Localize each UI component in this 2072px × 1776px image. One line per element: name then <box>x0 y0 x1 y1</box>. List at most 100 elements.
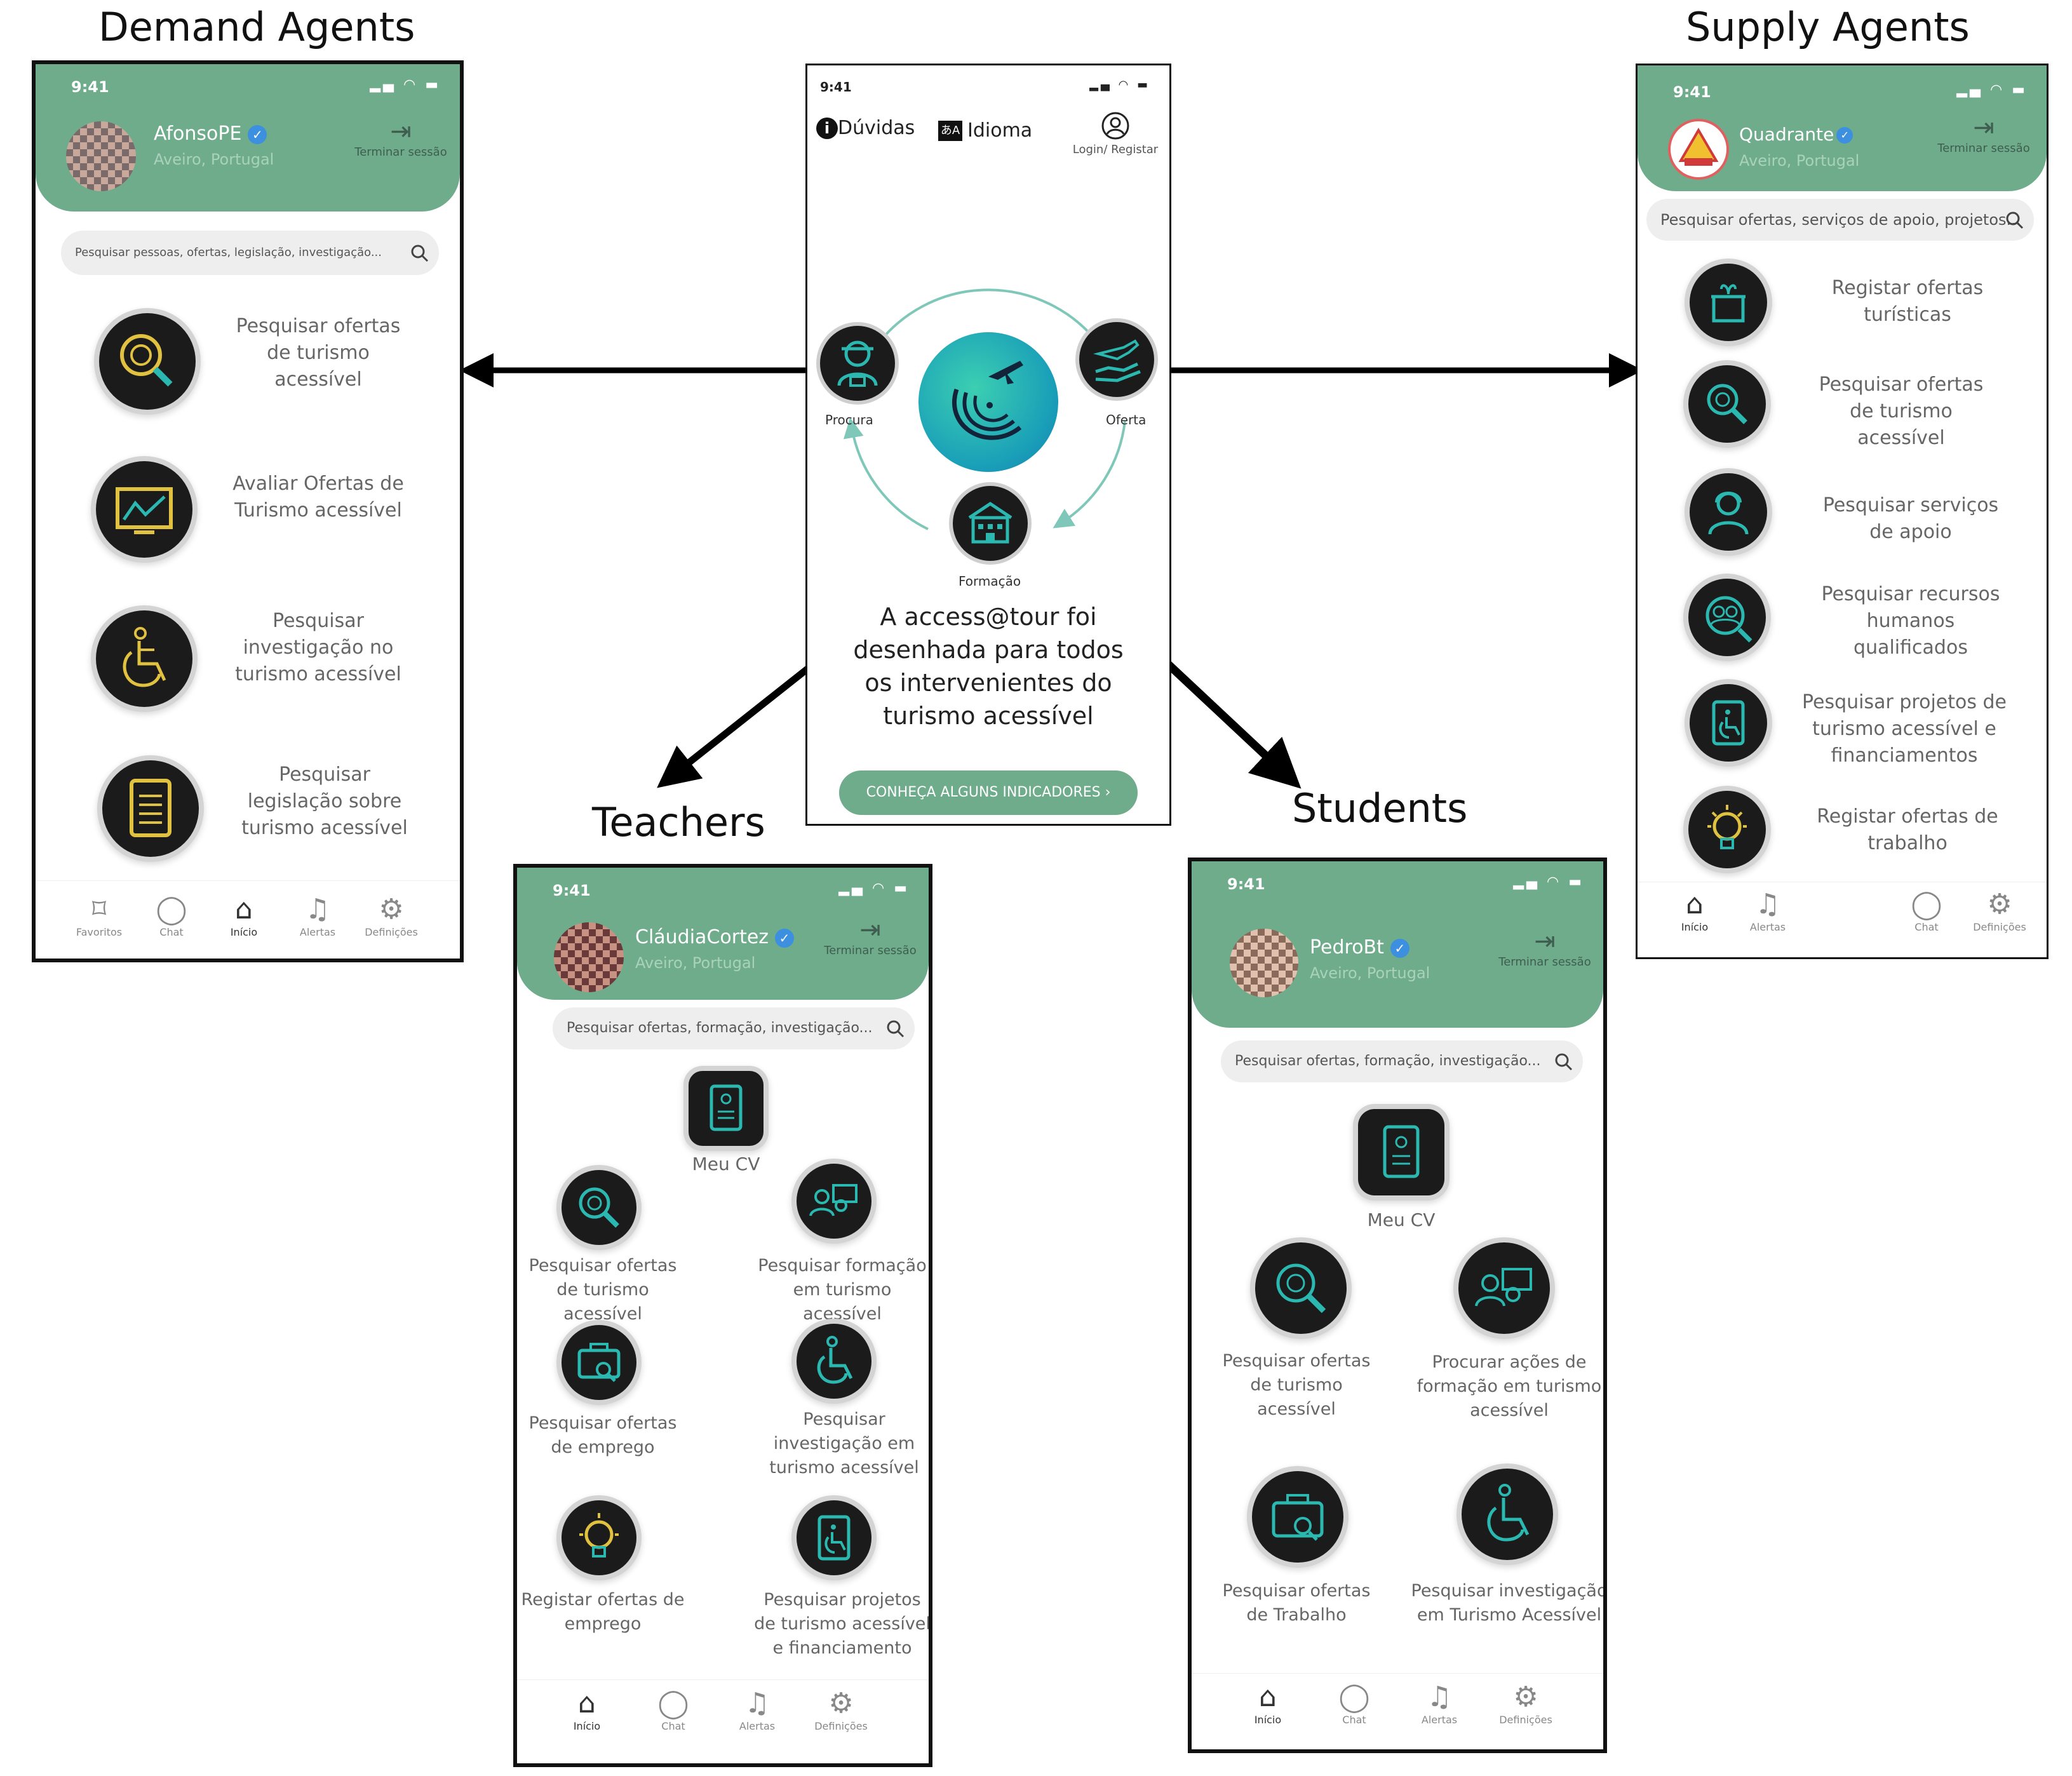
search-input[interactable]: Pesquisar pessoas, ofertas, legislação, … <box>61 231 439 275</box>
register-jobs-label: Registar ofertas de trabalho <box>1817 805 1998 854</box>
traveler-icon <box>837 340 878 387</box>
bell-icon: ♫ <box>1427 1681 1452 1713</box>
nav-inicio[interactable]: ⌂Início <box>549 1687 625 1732</box>
nav-chat[interactable]: ◯Chat <box>635 1687 711 1732</box>
nav-chat[interactable]: ◯Chat <box>133 893 210 938</box>
search-research-button[interactable] <box>1462 1469 1553 1560</box>
bottom-nav-divider <box>36 880 460 881</box>
home-icon: ⌂ <box>235 893 253 925</box>
magnifier-icon <box>120 334 173 387</box>
search-offers-button[interactable] <box>1255 1242 1347 1334</box>
user-location: Aveiro, Portugal <box>635 954 756 972</box>
plane-hand-icon <box>1093 339 1141 382</box>
chat-icon: ◯ <box>156 893 187 925</box>
nav-alertas[interactable]: ♫Alertas <box>279 893 356 938</box>
bottom-nav-divider <box>517 1679 929 1680</box>
nav-inicio[interactable]: ⌂Início <box>1657 888 1733 933</box>
procura-hub-button[interactable] <box>820 326 895 401</box>
logout-button[interactable]: ⇥Terminar sessão <box>337 118 460 159</box>
bell-icon: ♫ <box>1755 888 1780 920</box>
wheelchair-icon <box>1487 1484 1530 1542</box>
home-icon: ⌂ <box>1259 1681 1277 1713</box>
title-demand-agents: Demand Agents <box>98 4 415 50</box>
nav-definicoes[interactable]: ⚙Definições <box>1961 888 2038 933</box>
search-projects-button[interactable] <box>1690 684 1767 762</box>
search-input[interactable]: Pesquisar ofertas, serviços de apoio, pr… <box>1646 199 2034 241</box>
gift-icon <box>1711 284 1746 323</box>
login-link[interactable]: Login/ Registar <box>1061 111 1169 156</box>
search-training-button[interactable] <box>1458 1242 1550 1334</box>
register-offers-button[interactable] <box>1690 264 1767 341</box>
search-hr-button[interactable] <box>1688 579 1766 656</box>
wheelchair-icon <box>817 1336 853 1384</box>
search-offers-button[interactable] <box>99 313 196 410</box>
nav-favoritos[interactable]: ⌑Favoritos <box>61 893 137 938</box>
search-research-button[interactable] <box>96 610 192 707</box>
briefcase-search-icon <box>577 1343 621 1382</box>
cv-button[interactable] <box>689 1071 764 1146</box>
status-icons: ▂▄ ◠ ▬ <box>370 77 441 93</box>
formacao-hub-button[interactable] <box>953 486 1028 561</box>
search-input[interactable]: Pesquisar ofertas, formação, investigaçã… <box>553 1007 915 1049</box>
status-time: 9:41 <box>1227 875 1265 893</box>
nav-chat[interactable]: ◯Chat <box>1888 888 1965 933</box>
verified-icon: ✓ <box>1836 127 1853 144</box>
bottom-nav-divider <box>1192 1673 1603 1674</box>
search-legislation-button[interactable] <box>102 760 199 857</box>
accessible-document-icon <box>817 1515 851 1561</box>
register-jobs-button[interactable] <box>1688 791 1766 868</box>
bell-icon: ♫ <box>744 1687 770 1719</box>
lightbulb-icon <box>579 1513 619 1557</box>
search-jobs-button[interactable] <box>562 1325 636 1400</box>
search-jobs-button[interactable] <box>1252 1471 1343 1563</box>
nav-alertas[interactable]: ♫Alertas <box>1401 1681 1477 1726</box>
indicators-button[interactable]: CONHEÇA ALGUNS INDICADORES › <box>839 770 1138 815</box>
teachers-phone: 9:41 ▂▄ ◠ ▬ CláudiaCortez✓ Aveiro, Portu… <box>513 864 932 1767</box>
logout-button[interactable]: ⇥Terminar sessão <box>807 916 929 957</box>
search-icon <box>411 245 429 262</box>
nav-inicio[interactable]: ⌂Início <box>206 893 282 938</box>
nav-definicoes[interactable]: ⚙Definições <box>803 1687 879 1732</box>
logout-button[interactable]: ⇥Terminar sessão <box>1481 927 1603 969</box>
register-jobs-button[interactable] <box>562 1500 636 1575</box>
accessible-document-icon <box>1712 700 1745 746</box>
logout-button[interactable]: ⇥Terminar sessão <box>1920 114 2047 155</box>
nav-alertas[interactable]: ♫Alertas <box>719 1687 795 1732</box>
search-training-label: Procurar ações de formação em turismo ac… <box>1416 1352 1602 1420</box>
gear-icon: ⚙ <box>379 893 404 925</box>
search-projects-button[interactable] <box>797 1500 871 1575</box>
nav-inicio[interactable]: ⌂Início <box>1230 1681 1306 1726</box>
oferta-label: Oferta <box>1106 412 1147 427</box>
search-icon <box>1555 1053 1573 1071</box>
search-support-button[interactable] <box>1690 473 1767 551</box>
search-input[interactable]: Pesquisar ofertas, formação, investigaçã… <box>1221 1040 1583 1082</box>
nav-definicoes[interactable]: ⚙Definições <box>353 893 429 938</box>
user-location: Aveiro, Portugal <box>154 151 274 168</box>
search-offers-button[interactable] <box>562 1170 636 1245</box>
search-projects-label: Pesquisar projetos de turismo acessível … <box>754 1590 931 1658</box>
user-location: Aveiro, Portugal <box>1739 152 1860 170</box>
title-teachers: Teachers <box>592 799 765 845</box>
nav-chat[interactable]: ◯Chat <box>1316 1681 1392 1726</box>
status-icons: ▂▄ ◠ ▬ <box>1956 82 2028 98</box>
user-circle-icon <box>1101 112 1129 140</box>
search-offers-button[interactable] <box>1688 365 1766 443</box>
nav-alertas[interactable]: ♫Alertas <box>1730 888 1806 933</box>
search-training-button[interactable] <box>797 1164 871 1239</box>
nav-definicoes[interactable]: ⚙Definições <box>1488 1681 1564 1726</box>
search-research-button[interactable] <box>797 1324 871 1399</box>
gear-icon: ⚙ <box>1513 1681 1538 1713</box>
duvidas-label: Dúvidas <box>838 117 915 139</box>
oferta-hub-button[interactable] <box>1079 322 1154 397</box>
cv-document-icon <box>710 1084 743 1131</box>
magnifier-icon <box>1276 1263 1326 1314</box>
cv-button[interactable] <box>1358 1109 1444 1195</box>
user-name: AfonsoPE✓ <box>154 123 267 145</box>
search-jobs-label: Pesquisar ofertas de emprego <box>528 1413 677 1457</box>
user-location: Aveiro, Portugal <box>1310 964 1430 982</box>
home-icon: ⌂ <box>1686 888 1704 920</box>
evaluate-offers-button[interactable] <box>96 461 192 558</box>
